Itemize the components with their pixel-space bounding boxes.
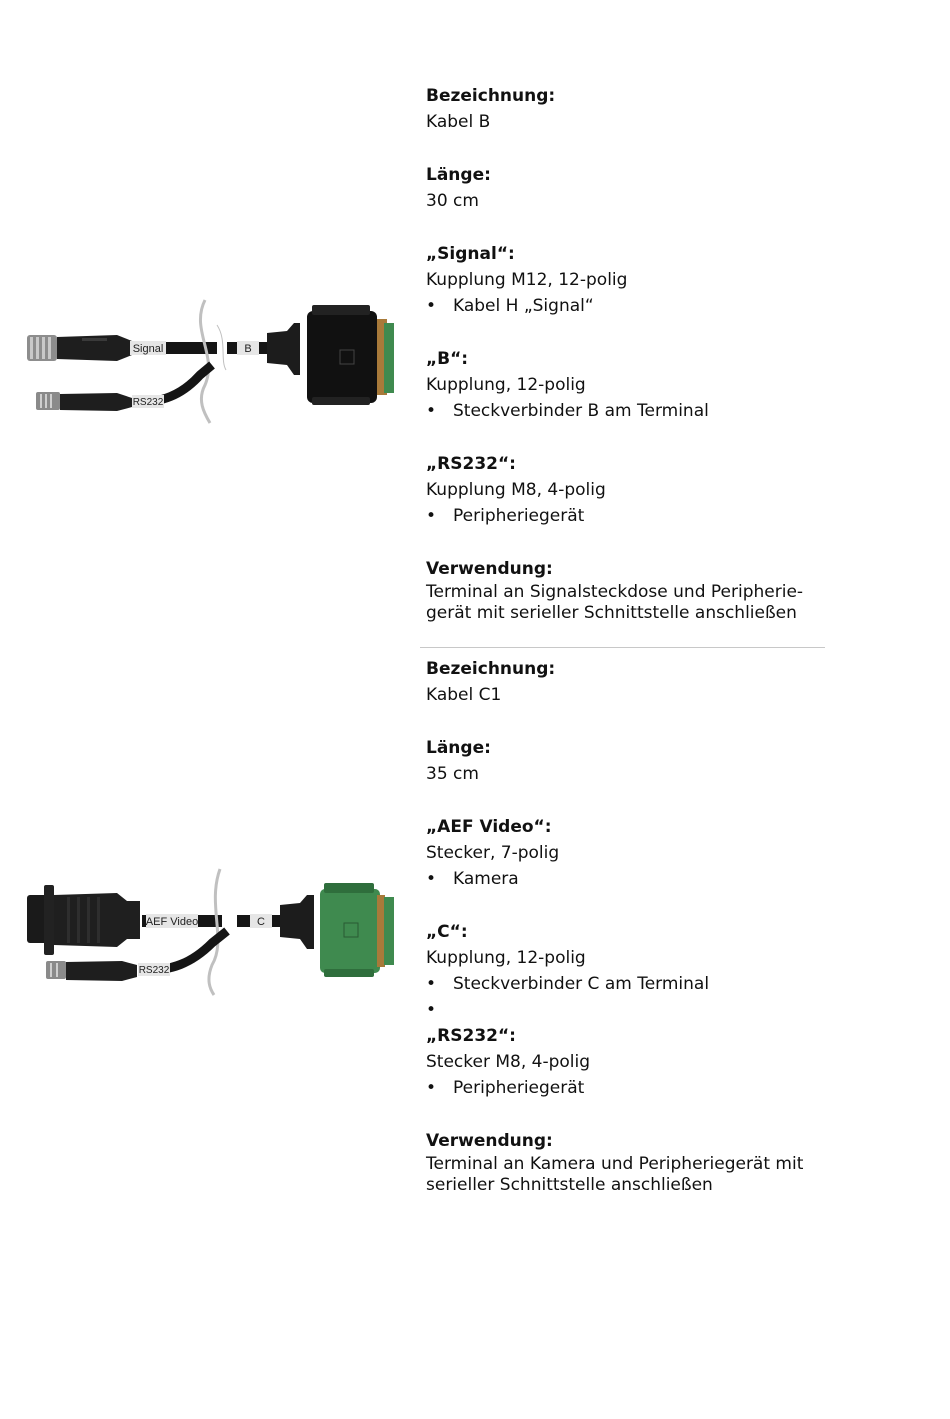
list-item-empty: • xyxy=(426,997,826,1023)
aef-video-heading: „AEF Video“: xyxy=(426,817,552,837)
bullet-icon: • xyxy=(426,296,437,316)
signal-heading: „Signal“: xyxy=(426,244,515,264)
m12-coupling-icon xyxy=(27,335,132,361)
bullet-icon: • xyxy=(426,869,437,889)
usage-line-2: serieller Schnittstelle anschließen xyxy=(426,1175,713,1195)
signal-label: Signal xyxy=(133,343,164,355)
list-item: • Peripheriegerät xyxy=(426,1075,826,1101)
bullet-icon: • xyxy=(426,1000,437,1020)
usage-heading: Verwendung: xyxy=(426,559,553,579)
rs232-heading: „RS232“: xyxy=(426,454,516,474)
usage-heading: Verwendung: xyxy=(426,1131,553,1151)
terminal-connector-b-icon xyxy=(267,305,394,405)
rs232-heading: „RS232“: xyxy=(426,1026,516,1046)
bullet-icon: • xyxy=(426,1078,437,1098)
rs232-value: Kupplung M8, 4-polig xyxy=(426,480,606,500)
c-value: Kupplung, 12-polig xyxy=(426,948,586,968)
c-label: C xyxy=(257,916,265,928)
length-heading: Länge: xyxy=(426,165,491,185)
bullet-icon: • xyxy=(426,401,437,421)
c-bullet-text: Steckverbinder C am Terminal xyxy=(453,974,710,994)
list-item: • Steckverbinder B am Terminal xyxy=(426,398,826,424)
section-divider xyxy=(420,647,825,648)
cable-c1-details: Bezeichnung: Kabel C1 Länge: 35 cm „AEF … xyxy=(426,656,826,1223)
bullet-icon: • xyxy=(426,974,437,994)
aef-video-value: Stecker, 7-polig xyxy=(426,843,560,863)
designation-heading: Bezeichnung: xyxy=(426,659,556,679)
length-value: 35 cm xyxy=(426,764,479,784)
b-heading: „B“: xyxy=(426,349,469,369)
rs232-label: RS232 xyxy=(133,397,164,408)
b-bullet-text: Steckverbinder B am Terminal xyxy=(453,401,709,421)
c-heading: „C“: xyxy=(426,922,468,942)
list-item: • Peripheriegerät xyxy=(426,503,826,529)
rs232-label-2: RS232 xyxy=(139,965,170,976)
m8-coupling-icon xyxy=(36,392,132,411)
cable-b-image: Signal RS232 B xyxy=(27,299,394,424)
length-heading: Länge: xyxy=(426,738,491,758)
aef-video-plug-icon xyxy=(27,885,140,955)
cable-b-details: Bezeichnung: Kabel B Länge: 30 cm „Signa… xyxy=(426,83,826,651)
cable-c1-image: AEF Video RS232 C xyxy=(27,868,394,996)
aef-video-label: AEF Video xyxy=(146,916,198,928)
b-label: B xyxy=(244,343,251,355)
usage-line-1: Terminal an Signalsteckdose und Peripher… xyxy=(426,582,804,602)
aef-bullet-text: Kamera xyxy=(453,869,519,889)
rs232-value: Stecker M8, 4-polig xyxy=(426,1052,591,1072)
b-value: Kupplung, 12-polig xyxy=(426,375,586,395)
usage-line-1: Terminal an Kamera und Peripheriegerät m… xyxy=(426,1154,804,1174)
terminal-connector-c-icon xyxy=(280,883,394,977)
signal-value: Kupplung M12, 12-polig xyxy=(426,270,628,290)
m8-plug-icon xyxy=(46,961,137,981)
designation-value: Kabel C1 xyxy=(426,685,502,705)
list-item: • Kamera xyxy=(426,866,826,892)
signal-bullet-text: Kabel H „Signal“ xyxy=(453,296,594,316)
length-value: 30 cm xyxy=(426,191,479,211)
list-item: • Kabel H „Signal“ xyxy=(426,293,826,319)
designation-heading: Bezeichnung: xyxy=(426,86,556,106)
rs232-bullet-text: Peripheriegerät xyxy=(453,506,585,526)
bullet-icon: • xyxy=(426,506,437,526)
designation-value: Kabel B xyxy=(426,112,491,132)
list-item: • Steckverbinder C am Terminal xyxy=(426,971,826,997)
rs232-bullet-text: Peripheriegerät xyxy=(453,1078,585,1098)
usage-line-2: gerät mit serieller Schnittstelle anschl… xyxy=(426,603,797,623)
